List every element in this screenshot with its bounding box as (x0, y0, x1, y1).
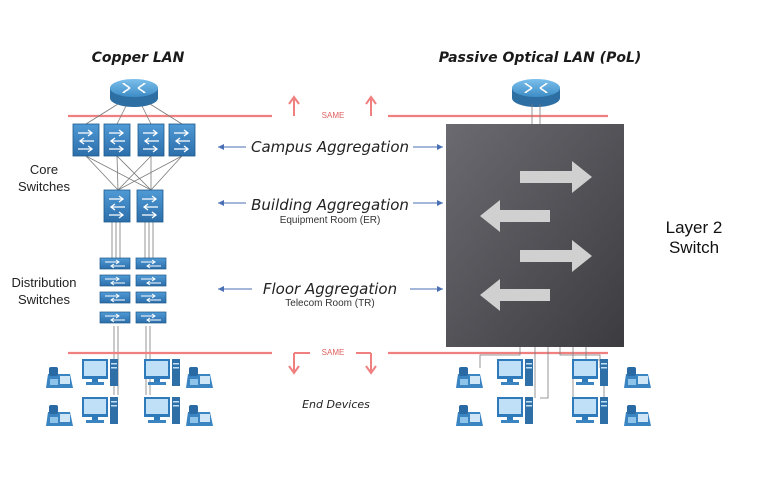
building-aggregation-row: Building Aggregation Equipment Room (ER) (218, 196, 443, 226)
layer2-switch-label-2: Switch (669, 238, 719, 257)
arrow-right-icon (520, 161, 592, 193)
arrow-right-icon (520, 240, 592, 272)
ip-phone-icon (46, 405, 73, 426)
bottom-same-marker: SAME (68, 348, 608, 375)
same-label-bottom: SAME (322, 348, 345, 357)
core-switches-label-2: Switches (18, 179, 71, 194)
desktop-computer-icon (497, 359, 533, 386)
distribution-switch-icon (135, 291, 167, 304)
arrow-left-icon (480, 200, 550, 232)
desktop-computer-icon (572, 359, 608, 386)
core-switch-icon (168, 123, 196, 157)
ip-phone-icon (46, 367, 73, 388)
desktop-computer-icon (82, 359, 118, 386)
distribution-switch-icon (99, 257, 131, 270)
campus-aggregation-row: Campus Aggregation (218, 138, 443, 156)
ip-phone-icon (186, 367, 213, 388)
floor-aggregation-row: Floor Aggregation Telecom Room (TR) (218, 280, 443, 309)
layer2-switch-box (446, 124, 624, 347)
telecom-room-label: Telecom Room (TR) (285, 298, 374, 309)
building-switch-icon (103, 189, 131, 223)
distribution-switches-label: Distribution (11, 275, 76, 290)
distribution-switch-icon (99, 291, 131, 304)
copper-router-icon (109, 78, 159, 108)
building-aggregation-label: Building Aggregation (251, 196, 409, 214)
ip-phone-icon (624, 367, 651, 388)
pol-end-devices (456, 359, 651, 426)
ip-phone-icon (456, 405, 483, 426)
ip-phone-icon (624, 405, 651, 426)
floor-aggregation-label: Floor Aggregation (263, 280, 397, 298)
layer2-switch-label: Layer 2 (666, 218, 723, 237)
desktop-computer-icon (144, 397, 180, 424)
building-switch-icon (136, 189, 164, 223)
desktop-computer-icon (82, 397, 118, 424)
desktop-computer-icon (144, 359, 180, 386)
copper-end-devices (46, 359, 213, 426)
copper-lan-title: Copper LAN (92, 50, 185, 66)
core-switch-icon (103, 123, 131, 157)
pol-router-icon (511, 78, 561, 108)
core-switch-icon (72, 123, 100, 157)
equipment-room-label: Equipment Room (ER) (280, 215, 381, 226)
core-switches (72, 123, 196, 157)
end-devices-label: End Devices (302, 398, 370, 411)
core-switches-label: Core (30, 162, 58, 177)
distribution-switch-icon (135, 257, 167, 270)
ip-phone-icon (186, 405, 213, 426)
arrow-left-icon (480, 279, 550, 311)
desktop-computer-icon (572, 397, 608, 424)
distribution-switch-icon (99, 274, 131, 287)
top-same-marker: SAME (68, 95, 608, 120)
ip-phone-icon (456, 367, 483, 388)
distribution-switch-icon (135, 274, 167, 287)
same-label-top: SAME (322, 111, 345, 120)
pol-title: Passive Optical LAN (PoL) (439, 50, 642, 66)
pol-router-links (531, 104, 541, 124)
distribution-switch-icon (99, 311, 131, 324)
core-switch-icon (137, 123, 165, 157)
copper-links (85, 103, 183, 395)
desktop-computer-icon (497, 397, 533, 424)
campus-aggregation-label: Campus Aggregation (251, 138, 409, 156)
distribution-switch-icon (135, 311, 167, 324)
building-switches (103, 189, 164, 223)
distribution-switches-label-2: Switches (18, 292, 71, 307)
distribution-switches (99, 257, 167, 324)
